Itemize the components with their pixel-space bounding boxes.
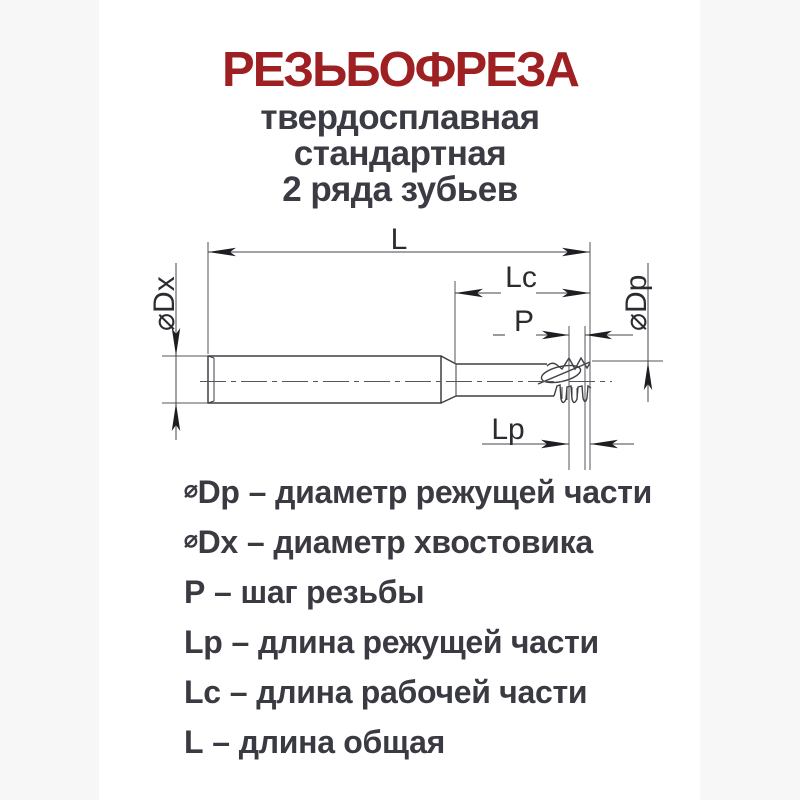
legend-item-Dp: ⌀Dp–диаметр режущей части <box>184 464 684 514</box>
legend-description: длина общая <box>238 724 446 760</box>
dimension-Dx: ⌀Dx <box>148 263 181 440</box>
dimension-Dp: ⌀Dp <box>620 263 653 402</box>
dimension-Lp: Lp <box>482 413 634 449</box>
shank-outline <box>207 355 442 404</box>
dimension-P: P <box>493 305 633 340</box>
label-L: L <box>391 223 408 256</box>
taper-top <box>440 355 457 365</box>
legend-item-L: L–длина общая <box>184 714 684 764</box>
legend-item-Lp: Lp–длина режущей части <box>184 614 684 664</box>
label-Dx: ⌀Dx <box>148 276 181 331</box>
legend-description: диаметр хвостовика <box>273 524 593 560</box>
dimension-Lc: Lc <box>455 261 590 298</box>
subtitle-line-type: стандартная <box>293 134 507 173</box>
flute-edge-line <box>537 361 591 385</box>
legend-description: длина рабочей части <box>256 674 588 710</box>
label-Dp: ⌀Dp <box>620 275 653 331</box>
legend: ⌀Dp–диаметр режущей части ⌀Dx–диаметр хв… <box>184 464 684 764</box>
diameter-sign: ⌀ <box>184 526 198 552</box>
legend-symbol: Dp <box>197 474 240 510</box>
legend-description: диаметр режущей части <box>275 474 653 510</box>
legend-symbol: Lc <box>184 674 221 710</box>
legend-dash: – <box>214 574 232 610</box>
legend-dash: – <box>246 524 265 560</box>
page-title: РЕЗЬБОФРЕЗА <box>222 43 580 97</box>
legend-item-Lc: Lc–длина рабочей части <box>184 664 684 714</box>
legend-description: шаг резьбы <box>240 574 425 610</box>
legend-item-Dx: ⌀Dx–диаметр хвостовика <box>184 514 684 564</box>
legend-symbol: L <box>184 724 204 760</box>
legend-dash: – <box>212 724 230 760</box>
taper-bottom <box>440 395 457 404</box>
subtitle-line-rows: 2 ряда зубьев <box>282 170 518 209</box>
legend-dash: – <box>231 624 250 660</box>
cutter-top-teeth <box>546 356 591 371</box>
legend-symbol: P <box>184 574 206 610</box>
white-content-panel <box>99 0 700 800</box>
legend-symbol: Lp <box>184 624 223 660</box>
subtitle-block: твердосплавная стандартная 2 ряда зубьев <box>0 100 800 208</box>
label-Lc: Lc <box>505 261 537 294</box>
subtitle-line-material: твердосплавная <box>260 98 540 137</box>
diameter-sign: ⌀ <box>184 476 198 502</box>
label-P: P <box>514 305 534 338</box>
label-Lp: Lp <box>491 413 524 446</box>
legend-item-P: P–шаг резьбы <box>184 564 684 614</box>
legend-description: длина режущей части <box>258 624 599 660</box>
tool-body-outline <box>207 355 554 404</box>
legend-dash: – <box>248 474 267 510</box>
legend-symbol: Dx <box>197 524 239 560</box>
extension-lines <box>162 242 663 470</box>
legend-dash: – <box>229 674 248 710</box>
dimension-L: L <box>208 223 590 257</box>
